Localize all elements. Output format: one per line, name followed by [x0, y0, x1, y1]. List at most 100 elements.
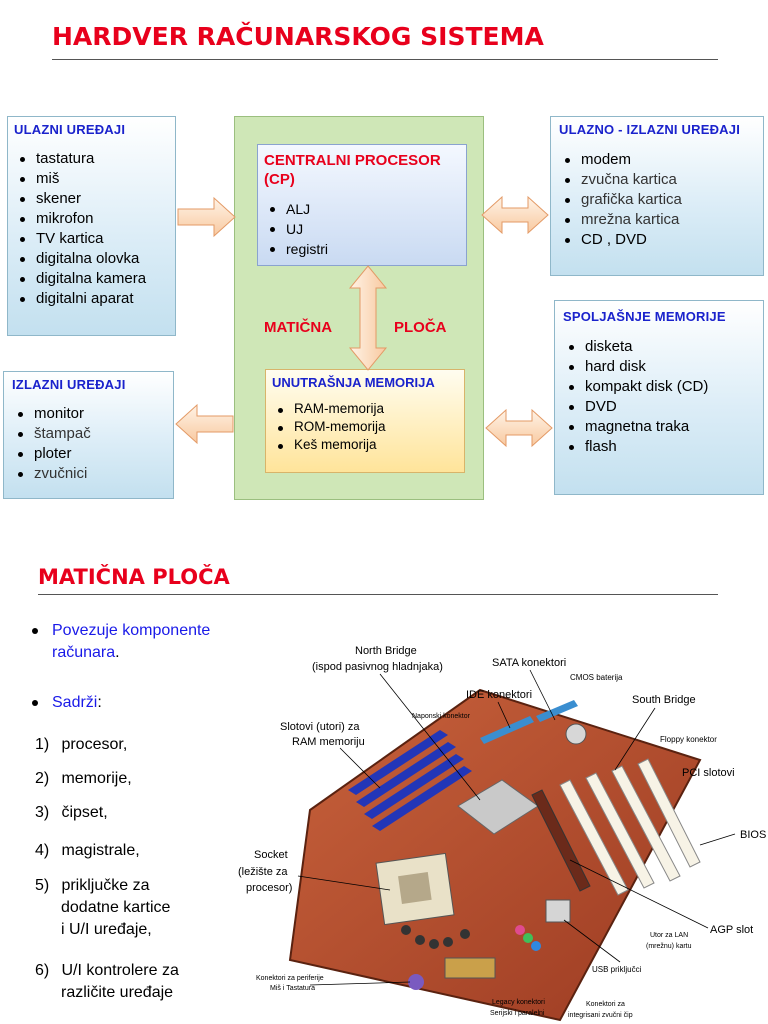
list-item: hard disk [563, 357, 763, 377]
unutrasnja-memorija-box: UNUTRAŠNJA MEMORIJA RAM-memorija ROM-mem… [265, 369, 465, 473]
numbered-item: 3) čipset, [35, 804, 108, 821]
list-item: monitor [12, 404, 173, 424]
list-item: modem [559, 150, 763, 170]
board-label: Slotovi (utori) za [280, 721, 360, 733]
list-item: magnetna traka [563, 417, 763, 437]
bullet-text: Povezuje komponente računara [52, 622, 211, 661]
cp-title: CENTRALNI PROCESOR (CP) [264, 152, 441, 188]
board-label: Legacy konektori [492, 999, 545, 1006]
board-label: integrisani zvučni čip [568, 1012, 633, 1019]
ide-connector [480, 716, 534, 744]
ulazno-izlazni-uredjaji-box: ULAZNO - IZLAZNI UREĐAJI modem zvučna ka… [550, 116, 764, 276]
board-label: SATA konektori [492, 657, 566, 669]
double-arrow-icon [485, 408, 553, 448]
board-label: (ispod pasivnog hladnjaka) [312, 661, 443, 673]
spoljasnje-memorije-box: SPOLJAŠNJE MEMORIJE disketa hard disk ko… [554, 300, 764, 495]
board-label: Serijski i paralelni [490, 1010, 545, 1017]
page-title: HARDVER RAČUNARSKOG SISTEMA [52, 22, 544, 51]
list-item: disketa [563, 337, 763, 357]
ulazni-uredjaji-list: tastatura miš skener mikrofon TV kartica… [14, 149, 175, 309]
list-item: digitalna kamera [14, 269, 175, 289]
board-label: IDE konektori [466, 689, 532, 701]
bullet-colon: : [97, 694, 102, 711]
legacy-connectors [444, 957, 496, 979]
maticna-label: MATIČNA [264, 319, 333, 336]
list-item: TV kartica [14, 229, 175, 249]
list-item: zvučna kartica [559, 170, 763, 190]
cp-list: ALJ UJ registri [264, 199, 466, 259]
board-labels: North Bridge (ispod pasivnog hladnjaka) … [238, 645, 766, 1019]
board-label: (ležište za [238, 866, 288, 878]
pci-slots [559, 758, 701, 896]
board-label: South Bridge [632, 694, 696, 706]
section-title: MATIČNA PLOČA [38, 565, 230, 589]
board-label: (mrežnu) kartu [646, 943, 692, 950]
vertical-double-arrow-icon [348, 265, 388, 371]
list-item: štampač [12, 424, 173, 444]
board-label: CMOS baterija [570, 673, 623, 682]
numbered-item: 2) memorije, [35, 770, 132, 787]
title-rule [52, 59, 718, 60]
motherboard-image: North Bridge (ispod pasivnog hladnjaka) … [238, 645, 766, 1022]
board-label: Floppy konektor [660, 735, 717, 744]
list-item: mikrofon [14, 209, 175, 229]
centralni-procesor-box: CENTRALNI PROCESOR (CP) ALJ UJ registri [257, 144, 467, 266]
list-item: digitalni aparat [14, 289, 175, 309]
cmos-battery [565, 723, 587, 745]
section-rule [38, 594, 718, 595]
list-item: digitalna olovka [14, 249, 175, 269]
list-item: Keš memorija [272, 436, 464, 454]
board-label: PCI slotovi [682, 767, 735, 779]
numbered-item: 5) priključke za dodatne kartice i U/I u… [35, 877, 171, 938]
board-label: USB priključci [592, 965, 642, 974]
agp-slot [531, 789, 591, 892]
list-item: RAM-memorija [272, 400, 464, 418]
ulazno-izlazni-title: ULAZNO - IZLAZNI UREĐAJI [559, 122, 741, 137]
numbered-item: 6) U/I kontrolere za različite uređaje [35, 962, 179, 1001]
board-label: procesor) [246, 882, 292, 894]
list-item: zvučnici [12, 464, 173, 484]
board-label: RAM memoriju [292, 736, 365, 748]
bullet-sadrzi: Sadrži: [30, 692, 102, 714]
list-item: DVD [563, 397, 763, 417]
izlazni-uredjaji-list: monitor štampač ploter zvučnici [12, 404, 173, 484]
list-item: miš [14, 169, 175, 189]
usb-connectors [545, 899, 571, 923]
board-label: North Bridge [355, 645, 417, 657]
list-item: UJ [264, 219, 466, 239]
bullet-povezuje: Povezuje komponente računara. [30, 620, 260, 664]
board-label: Miš i Tastatura [270, 985, 315, 992]
izlazni-uredjaji-title: IZLAZNI UREĐAJI [12, 377, 126, 392]
ram-slots [348, 730, 472, 831]
list-item: mrežna kartica [559, 210, 763, 230]
list-item: ROM-memorija [272, 418, 464, 436]
unutrasnja-memorija-title: UNUTRAŠNJA MEMORIJA [272, 375, 435, 390]
list-item: skener [14, 189, 175, 209]
board-label: AGP slot [710, 924, 753, 936]
ulazni-uredjaji-title: ULAZNI UREĐAJI [14, 122, 126, 137]
arrow-left-icon [175, 403, 234, 445]
list-item: registri [264, 239, 466, 259]
board-label: Konektori za [586, 1001, 625, 1008]
board-label: Socket [254, 849, 288, 861]
board-label: Utor za LAN [650, 932, 688, 939]
ulazni-uredjaji-box: ULAZNI UREĐAJI tastatura miš skener mikr… [7, 116, 176, 336]
list-item: ploter [12, 444, 173, 464]
spoljasnje-memorije-list: disketa hard disk kompakt disk (CD) DVD … [563, 337, 763, 457]
leader-lines [297, 669, 736, 986]
ulazno-izlazni-list: modem zvučna kartica grafička kartica mr… [559, 150, 763, 250]
list-item: kompakt disk (CD) [563, 377, 763, 397]
list-item: grafička kartica [559, 190, 763, 210]
bullet-text: Sadrži [52, 694, 98, 711]
board-label: BIOS [740, 829, 766, 841]
spoljasnje-memorije-title: SPOLJAŠNJE MEMORIJE [563, 309, 726, 324]
arrow-right-icon [177, 196, 236, 238]
list-item: tastatura [14, 149, 175, 169]
double-arrow-icon [481, 195, 549, 235]
numbered-item: 1) procesor, [35, 736, 128, 753]
list-item: ALJ [264, 199, 466, 219]
um-list: RAM-memorija ROM-memorija Keš memorija [272, 400, 464, 454]
izlazni-uredjaji-box: IZLAZNI UREĐAJI monitor štampač ploter z… [3, 371, 174, 499]
list-item: flash [563, 437, 763, 457]
ps2-connector [408, 974, 424, 990]
